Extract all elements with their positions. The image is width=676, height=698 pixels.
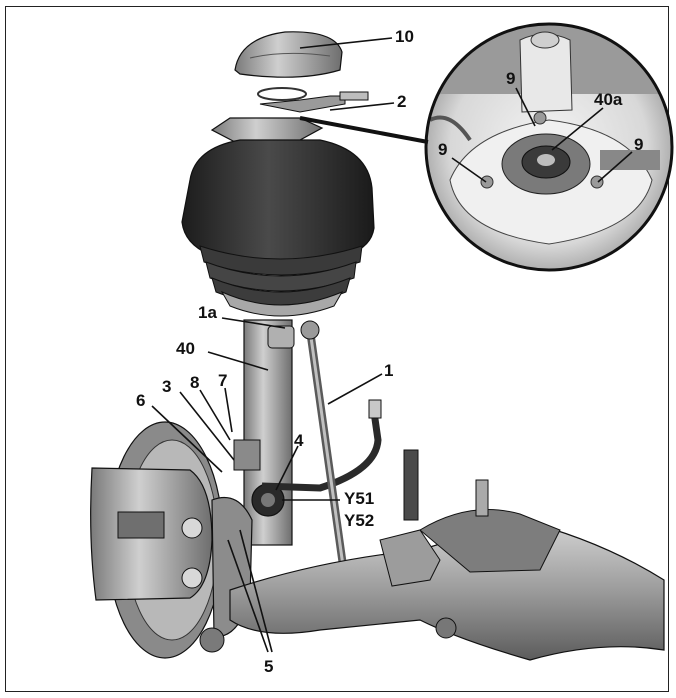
- strut-cover: [234, 31, 343, 78]
- stabilizer-link: [300, 320, 356, 593]
- axle-beam: [229, 449, 665, 661]
- air-spring: [181, 139, 375, 317]
- inset-connector: [299, 116, 429, 144]
- callout-1a: 1a: [198, 303, 217, 322]
- callout-9-left: 9: [438, 140, 447, 159]
- callout-labels: 10 2 9 40a 9 9 1a 40 1 3 8 7 6 4 Y51 Y52…: [136, 27, 643, 676]
- callout-Y52: Y52: [344, 511, 374, 530]
- callout-40a: 40a: [594, 90, 623, 109]
- brake-line: [261, 411, 382, 492]
- brake-line-fitting: [368, 399, 382, 419]
- callout-9-right: 9: [634, 135, 643, 154]
- detail-inset: [424, 22, 674, 272]
- callout-Y51: Y51: [344, 489, 374, 508]
- callout-7: 7: [218, 371, 227, 390]
- callout-9-top: 9: [506, 69, 515, 88]
- top-mount: [210, 87, 369, 143]
- callout-6: 6: [136, 391, 145, 410]
- callout-4: 4: [294, 431, 304, 450]
- detail-inset-border: [424, 22, 674, 272]
- callout-3: 3: [162, 377, 171, 396]
- callout-1: 1: [384, 361, 393, 380]
- brake-caliper: [90, 467, 213, 601]
- callout-8: 8: [190, 373, 199, 392]
- leader-lines: [151, 37, 633, 653]
- callout-40: 40: [176, 339, 195, 358]
- callout-10: 10: [395, 27, 414, 46]
- callout-2: 2: [397, 92, 406, 111]
- callout-5: 5: [264, 657, 273, 676]
